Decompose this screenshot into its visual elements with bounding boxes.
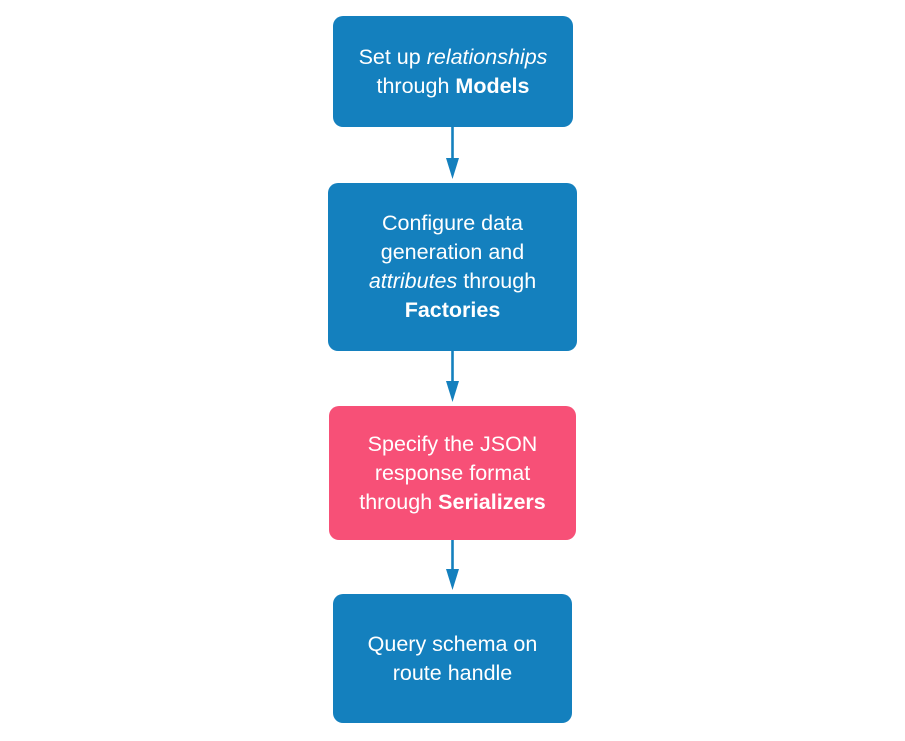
- node-text-line: attributes through: [369, 267, 536, 296]
- node-route-handle: Query schema on route handle: [333, 594, 572, 723]
- node-text-line: Query schema on: [368, 630, 538, 659]
- node-text-segment: Set up: [358, 44, 427, 69]
- node-text-line: through Models: [377, 72, 530, 101]
- node-text-segment: route handle: [392, 660, 513, 685]
- connector-arrow-1: [446, 127, 459, 179]
- node-text-segment: generation and: [380, 240, 525, 264]
- node-text-segment: attributes: [368, 269, 458, 293]
- node-text-segment: Query schema on: [367, 631, 538, 656]
- connector-arrow-3: [446, 540, 459, 590]
- node-text-segment: through: [376, 73, 456, 98]
- node-text-line: Set up relationships: [359, 43, 548, 72]
- node-text-segment: Serializers: [438, 489, 546, 514]
- node-text-line: Factories: [405, 296, 501, 325]
- arrowhead-icon: [446, 158, 459, 179]
- node-text-segment: relationships: [426, 44, 548, 69]
- node-text-segment: Specify the JSON: [367, 431, 538, 456]
- node-models: Set up relationships through Models: [333, 16, 573, 127]
- arrowhead-icon: [446, 569, 459, 590]
- node-text-line: Configure data: [382, 209, 523, 238]
- node-text-line: response format: [375, 459, 530, 488]
- node-text-line: Specify the JSON: [368, 430, 538, 459]
- connector-arrow-2: [446, 351, 459, 402]
- node-text-segment: Factories: [404, 298, 501, 322]
- node-serializers: Specify the JSON response format through…: [329, 406, 576, 540]
- node-text-line: through Serializers: [359, 488, 545, 517]
- node-text-segment: Models: [455, 73, 530, 98]
- node-factories: Configure data generation and attributes…: [328, 183, 577, 351]
- node-text-segment: Configure data: [381, 211, 524, 235]
- arrowhead-icon: [446, 381, 459, 402]
- node-text-line: generation and: [381, 238, 524, 267]
- node-text-line: route handle: [393, 659, 513, 688]
- node-text-segment: through: [359, 489, 439, 514]
- node-text-segment: through: [457, 269, 537, 293]
- node-text-segment: response format: [374, 460, 531, 485]
